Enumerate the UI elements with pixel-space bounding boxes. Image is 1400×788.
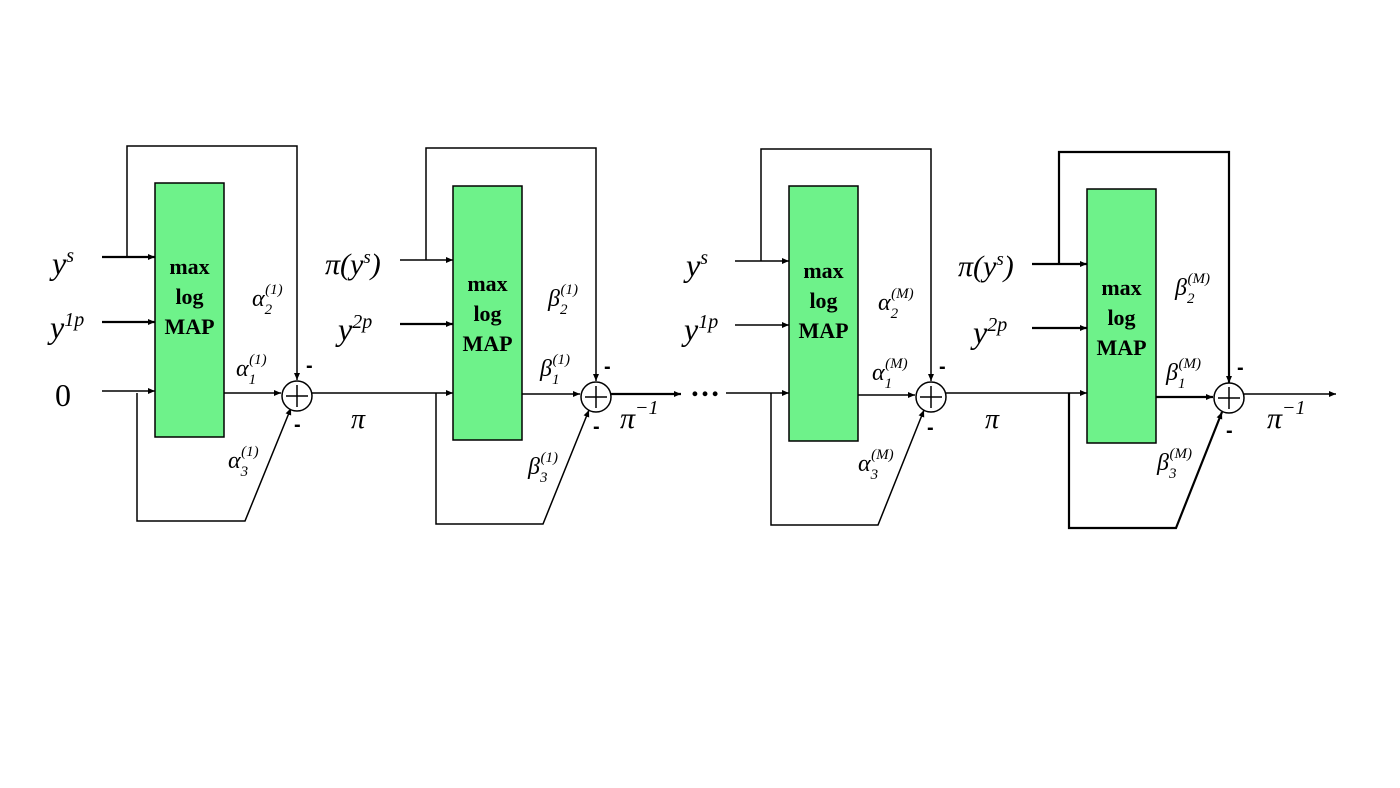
stage-4-box-line-3: MAP xyxy=(1096,335,1146,360)
stage-1: max log MAP - - ys y1p 0 α2(1) α1(1) α3(… xyxy=(47,145,453,522)
stage-4: max log MAP - - π(ys) y2p β2(M) β1(M) β3… xyxy=(958,150,1336,530)
stage-4-input-label-2: y2p xyxy=(970,314,1007,350)
ellipsis: … xyxy=(690,370,720,403)
stage-2-max-log-map-block xyxy=(452,185,523,441)
stage-3-input-label-2: y1p xyxy=(681,311,718,347)
stage-1-feedback-top-wire xyxy=(126,145,300,380)
stage-3-max-log-map-block xyxy=(788,185,859,442)
stage-3-input-label-1: ys xyxy=(683,247,708,283)
stage-3-feedback-bottom-wire xyxy=(770,393,925,526)
stage-3: max log MAP - - ys y1p α2(M) α1(M) α3(M)… xyxy=(681,148,1087,526)
stage-1-max-log-map-block xyxy=(154,182,225,438)
stage-1-box-line-1: max xyxy=(169,254,209,279)
stage-1-minus-bottom: - xyxy=(294,414,301,436)
stage-4-feedback-top-wire xyxy=(1057,150,1232,383)
stage-4-minus-top: - xyxy=(1237,357,1244,379)
stage-1-input-label-1: ys xyxy=(49,245,74,281)
stage-4-ext-bot-label: β3(M) xyxy=(1156,446,1192,482)
stage-3-feedback-top-wire xyxy=(760,148,934,381)
stage-3-ext-mid-label: α1(M) xyxy=(872,356,908,392)
stage-1-feedback-bottom-wire xyxy=(136,393,292,522)
stage-3-box-line-3: MAP xyxy=(798,318,848,343)
stage-3-ext-top-label: α2(M) xyxy=(878,286,914,322)
stage-3-ext-bot-label: α3(M) xyxy=(858,447,894,483)
stage-2-input-label-1: π(ys) xyxy=(325,247,381,281)
stage-3-minus-top: - xyxy=(939,356,946,378)
stage-1-minus-top: - xyxy=(306,355,313,377)
stage-1-box-line-2: log xyxy=(175,284,203,309)
stage-1-input-label-3: 0 xyxy=(55,377,71,413)
stage-3-box-line-1: max xyxy=(803,258,843,283)
stage-1-box-line-3: MAP xyxy=(164,314,214,339)
stage-4-ext-top-label: β2(M) xyxy=(1174,271,1210,307)
stage-2-ext-bot-label: β3(1) xyxy=(527,450,558,486)
stage-2-box-line-2: log xyxy=(473,301,501,326)
stage-4-minus-bottom: - xyxy=(1226,420,1233,442)
stage-2-box-line-1: max xyxy=(467,271,507,296)
stage-4-deinterleaver-label: π−1 xyxy=(1267,397,1306,435)
stage-2: max log MAP - - π(ys) y2p β2(1) β1(1) β3… xyxy=(325,147,681,525)
stage-3-box-line-2: log xyxy=(809,288,837,313)
stage-4-input-label-1: π(ys) xyxy=(958,249,1014,283)
stage-1-ext-top-label: α2(1) xyxy=(252,282,283,318)
stage-2-box-line-3: MAP xyxy=(462,331,512,356)
stage-2-deinterleaver-label: π−1 xyxy=(620,397,659,435)
stage-3-interleaver-label: π xyxy=(985,404,1000,435)
stage-1-ext-bot-label: α3(1) xyxy=(228,444,259,480)
stage-2-input-label-2: y2p xyxy=(335,311,372,347)
stage-2-ext-mid-label: β1(1) xyxy=(539,352,570,388)
stage-1-interleaver-label: π xyxy=(351,404,366,435)
stage-1-input-label-2: y1p xyxy=(47,309,84,345)
stage-3-minus-bottom: - xyxy=(927,417,934,439)
stage-2-feedback-bottom-wire xyxy=(435,393,590,525)
stage-4-ext-mid-label: β1(M) xyxy=(1165,356,1201,392)
stage-4-box-line-1: max xyxy=(1101,275,1141,300)
stage-2-ext-top-label: β2(1) xyxy=(547,282,578,318)
stage-4-feedback-bottom-wire xyxy=(1067,393,1224,530)
stage-2-minus-bottom: - xyxy=(593,416,600,438)
stage-4-box-line-2: log xyxy=(1107,305,1135,330)
stage-4-max-log-map-block xyxy=(1086,188,1157,444)
stage-1-ext-mid-label: α1(1) xyxy=(236,352,267,388)
stage-2-minus-top: - xyxy=(604,356,611,378)
stage-2-feedback-top-wire xyxy=(425,147,599,381)
